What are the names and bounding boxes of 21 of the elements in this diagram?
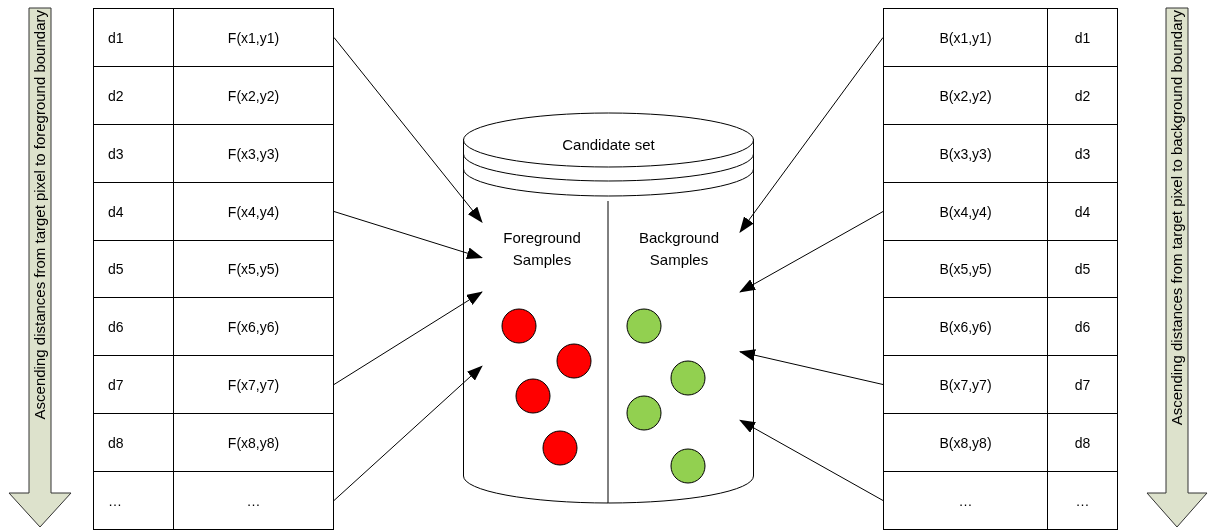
arrow bbox=[739, 419, 884, 501]
group-label: Background Samples bbox=[637, 228, 721, 270]
group-label: Foreground Samples bbox=[502, 228, 582, 270]
cylinder-title: Candidate set bbox=[561, 136, 656, 153]
table-cell: d1 bbox=[93, 8, 174, 67]
table-cell: … bbox=[93, 471, 174, 530]
axis-label: Ascending distances from target pixel to foreground boundary bbox=[31, 10, 49, 422]
arrow bbox=[333, 291, 483, 385]
table-cell: d1 bbox=[1047, 8, 1118, 67]
table-cell: … bbox=[1047, 471, 1118, 530]
arrow bbox=[333, 37, 483, 223]
arrow bbox=[739, 37, 884, 233]
arrow bbox=[333, 365, 483, 501]
axis-label: Ascending distances from target pixel to background boundary bbox=[1168, 10, 1186, 428]
table-cell: … bbox=[173, 471, 334, 530]
arrow bbox=[739, 349, 884, 385]
arrow bbox=[333, 211, 483, 259]
table-cell: F(x1,y1) bbox=[173, 8, 334, 67]
arrow bbox=[739, 211, 884, 293]
table-cell: B(x1,y1) bbox=[883, 8, 1048, 67]
table-cell: … bbox=[883, 471, 1048, 530]
